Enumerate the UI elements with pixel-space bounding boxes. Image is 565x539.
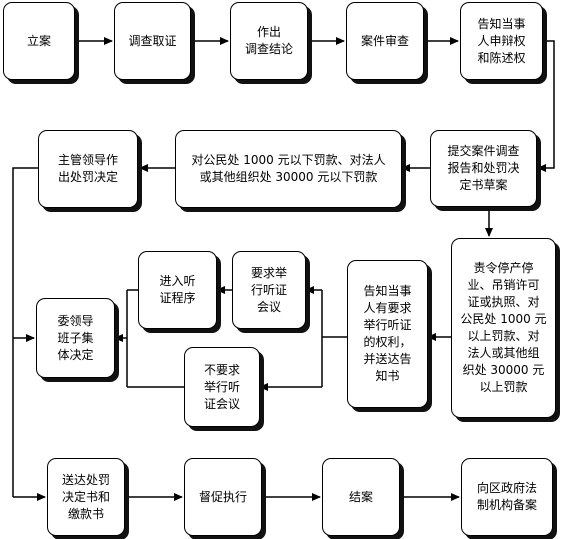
step-yaoqiu-tingzheng: 要求举 行听证 会议 bbox=[232, 251, 306, 329]
step-tijiao-baogao: 提交案件调查 报告和处罚决 定书草案 bbox=[430, 130, 537, 207]
step-songda: 送达处罚 决定书和 缴款书 bbox=[47, 458, 125, 536]
step-jiean: 结案 bbox=[322, 458, 400, 536]
arrow-gaozhi1-to-tijiao bbox=[537, 40, 555, 172]
step-zuochu: 作出 调查结论 bbox=[230, 2, 308, 80]
step-duigongmin-xiaoe: 对公民处 1000 元以下罚款、对法人 或其他组织处 30000 元以下罚款 bbox=[175, 130, 402, 208]
step-shencha: 案件审查 bbox=[346, 2, 424, 80]
step-jinru-tingzheng: 进入听 证程序 bbox=[138, 251, 217, 329]
connector-zhuguan-down bbox=[12, 167, 38, 497]
step-duchu: 督促执行 bbox=[184, 458, 262, 536]
step-lian: 立案 bbox=[3, 2, 75, 80]
step-buyaoqiu-tingzheng: 不要求 举行听 证会议 bbox=[184, 347, 260, 427]
step-xiangqu-beian: 向区政府法 制机构备案 bbox=[461, 458, 553, 536]
step-gaozhi-tingzheng: 告知当事 人有要求 举行听证 的权利， 并送达告 知书 bbox=[347, 260, 428, 408]
step-weilingdao: 委领导 班子集 体决定 bbox=[36, 298, 115, 378]
step-zhuguan-jueding: 主管领导作 出处罚决定 bbox=[38, 130, 138, 208]
step-diaocha: 调查取证 bbox=[114, 2, 191, 80]
step-gaozhi-shenbian: 告知当事 人申辩权 和陈述权 bbox=[460, 2, 543, 80]
step-zeling-debt: 责令停产停 业、吊销许可 证或执照、对 公民处 1000 元 以上罚款、对 法人… bbox=[451, 238, 556, 418]
